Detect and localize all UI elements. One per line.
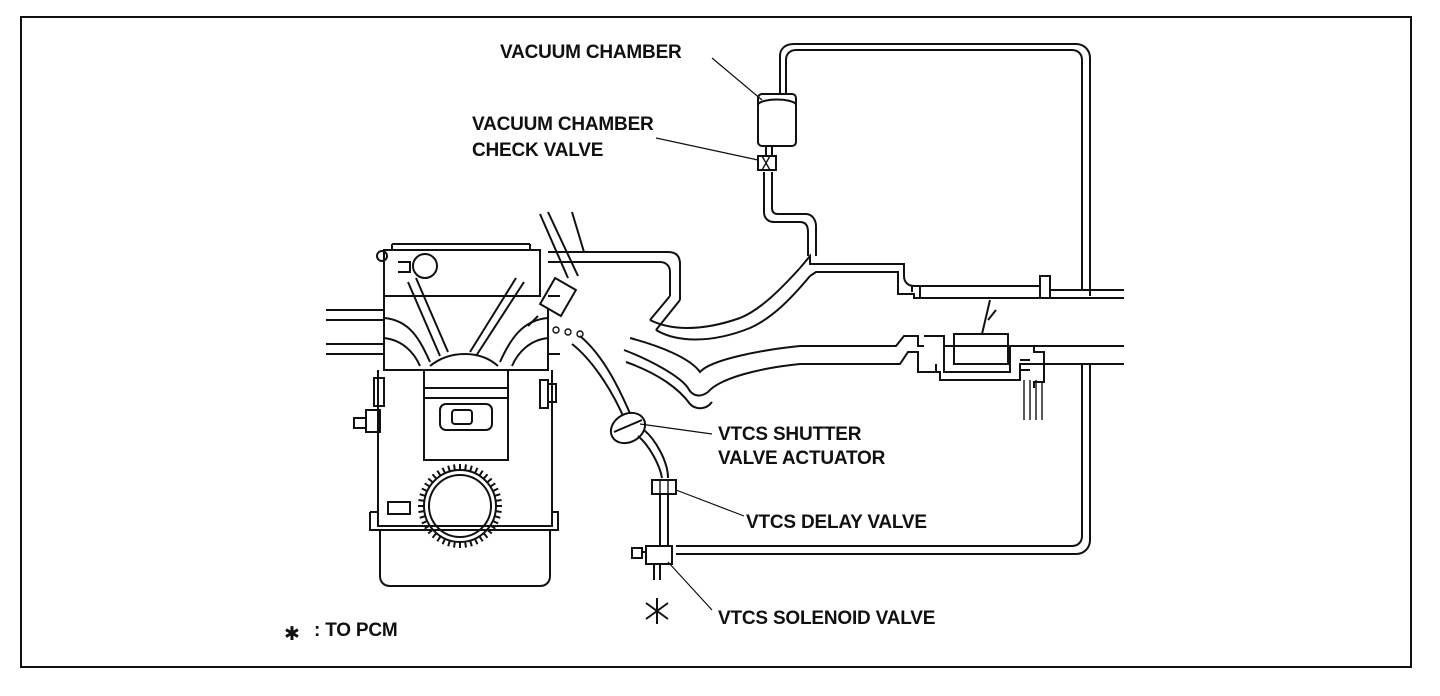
gear-tooth [447, 540, 451, 547]
gear-tooth [482, 532, 489, 539]
gear-tooth [447, 465, 451, 472]
label-check-valve-line2: CHECK VALVE [472, 140, 603, 161]
label-shutter-line1: VTCS SHUTTER [718, 424, 862, 445]
gear-tooth [482, 473, 489, 480]
gear-tooth [427, 477, 434, 484]
gear-tooth [427, 528, 434, 535]
gear-tooth [478, 470, 484, 477]
gear-tooth [441, 538, 446, 545]
gear-tooth [474, 467, 479, 474]
leader-lines [639, 57, 763, 611]
gear-tooth [418, 510, 425, 513]
gear-tooth [492, 520, 499, 525]
legend-asterisk-icon: ✱ [284, 624, 300, 645]
gear-tooth [494, 515, 501, 519]
gear-tooth [421, 520, 428, 525]
gear-tooth [486, 528, 493, 535]
gear-tooth [489, 524, 496, 530]
pcm-asterisk-icon [645, 598, 669, 624]
gear-tooth [464, 464, 467, 471]
label-delay-valve: VTCS DELAY VALVE [746, 512, 927, 533]
vtcs-delay-valve [651, 479, 677, 548]
gear-tooth [424, 482, 431, 488]
gear-tooth [474, 538, 479, 545]
gear-tooth [492, 487, 499, 492]
legend-text: : TO PCM [314, 620, 398, 641]
sensor-module [953, 299, 1045, 420]
gear-tooth [418, 499, 425, 502]
vacuum-lines [676, 43, 1091, 555]
gear-tooth [436, 470, 442, 477]
gear-tooth [469, 540, 473, 547]
gear-tooth [424, 524, 431, 530]
gear-tooth [469, 465, 473, 472]
vtcs-shutter-valve-actuator [609, 411, 669, 479]
gear-tooth [441, 467, 446, 474]
gear-tooth [431, 532, 438, 539]
gear-tooth [495, 510, 502, 513]
gear-tooth [486, 477, 493, 484]
vacuum-chamber-check-valve [757, 155, 777, 171]
label-shutter-line2: VALVE ACTUATOR [718, 448, 886, 469]
engine-block [353, 243, 559, 587]
gear-tooth [421, 487, 428, 492]
gear-tooth [453, 541, 456, 548]
gear-tooth [419, 493, 426, 497]
label-vacuum-chamber: VACUUM CHAMBER [500, 42, 682, 63]
gear-tooth [464, 541, 467, 548]
gear-tooth [453, 464, 456, 471]
label-solenoid-valve: VTCS SOLENOID VALVE [718, 608, 935, 629]
gear-tooth [489, 482, 496, 488]
gear-tooth [495, 499, 502, 502]
gear-tooth [494, 493, 501, 497]
vacuum-chamber [757, 93, 797, 147]
legend: ✱ : TO PCM [284, 620, 398, 645]
gear-tooth [419, 515, 426, 519]
vtcs-solenoid-valve [631, 545, 673, 580]
label-check-valve-line1: VACUUM CHAMBER [472, 114, 654, 135]
gear-tooth [478, 535, 484, 542]
diagram-frame [20, 16, 1412, 668]
gear-tooth [436, 535, 442, 542]
gear-tooth [431, 473, 438, 480]
